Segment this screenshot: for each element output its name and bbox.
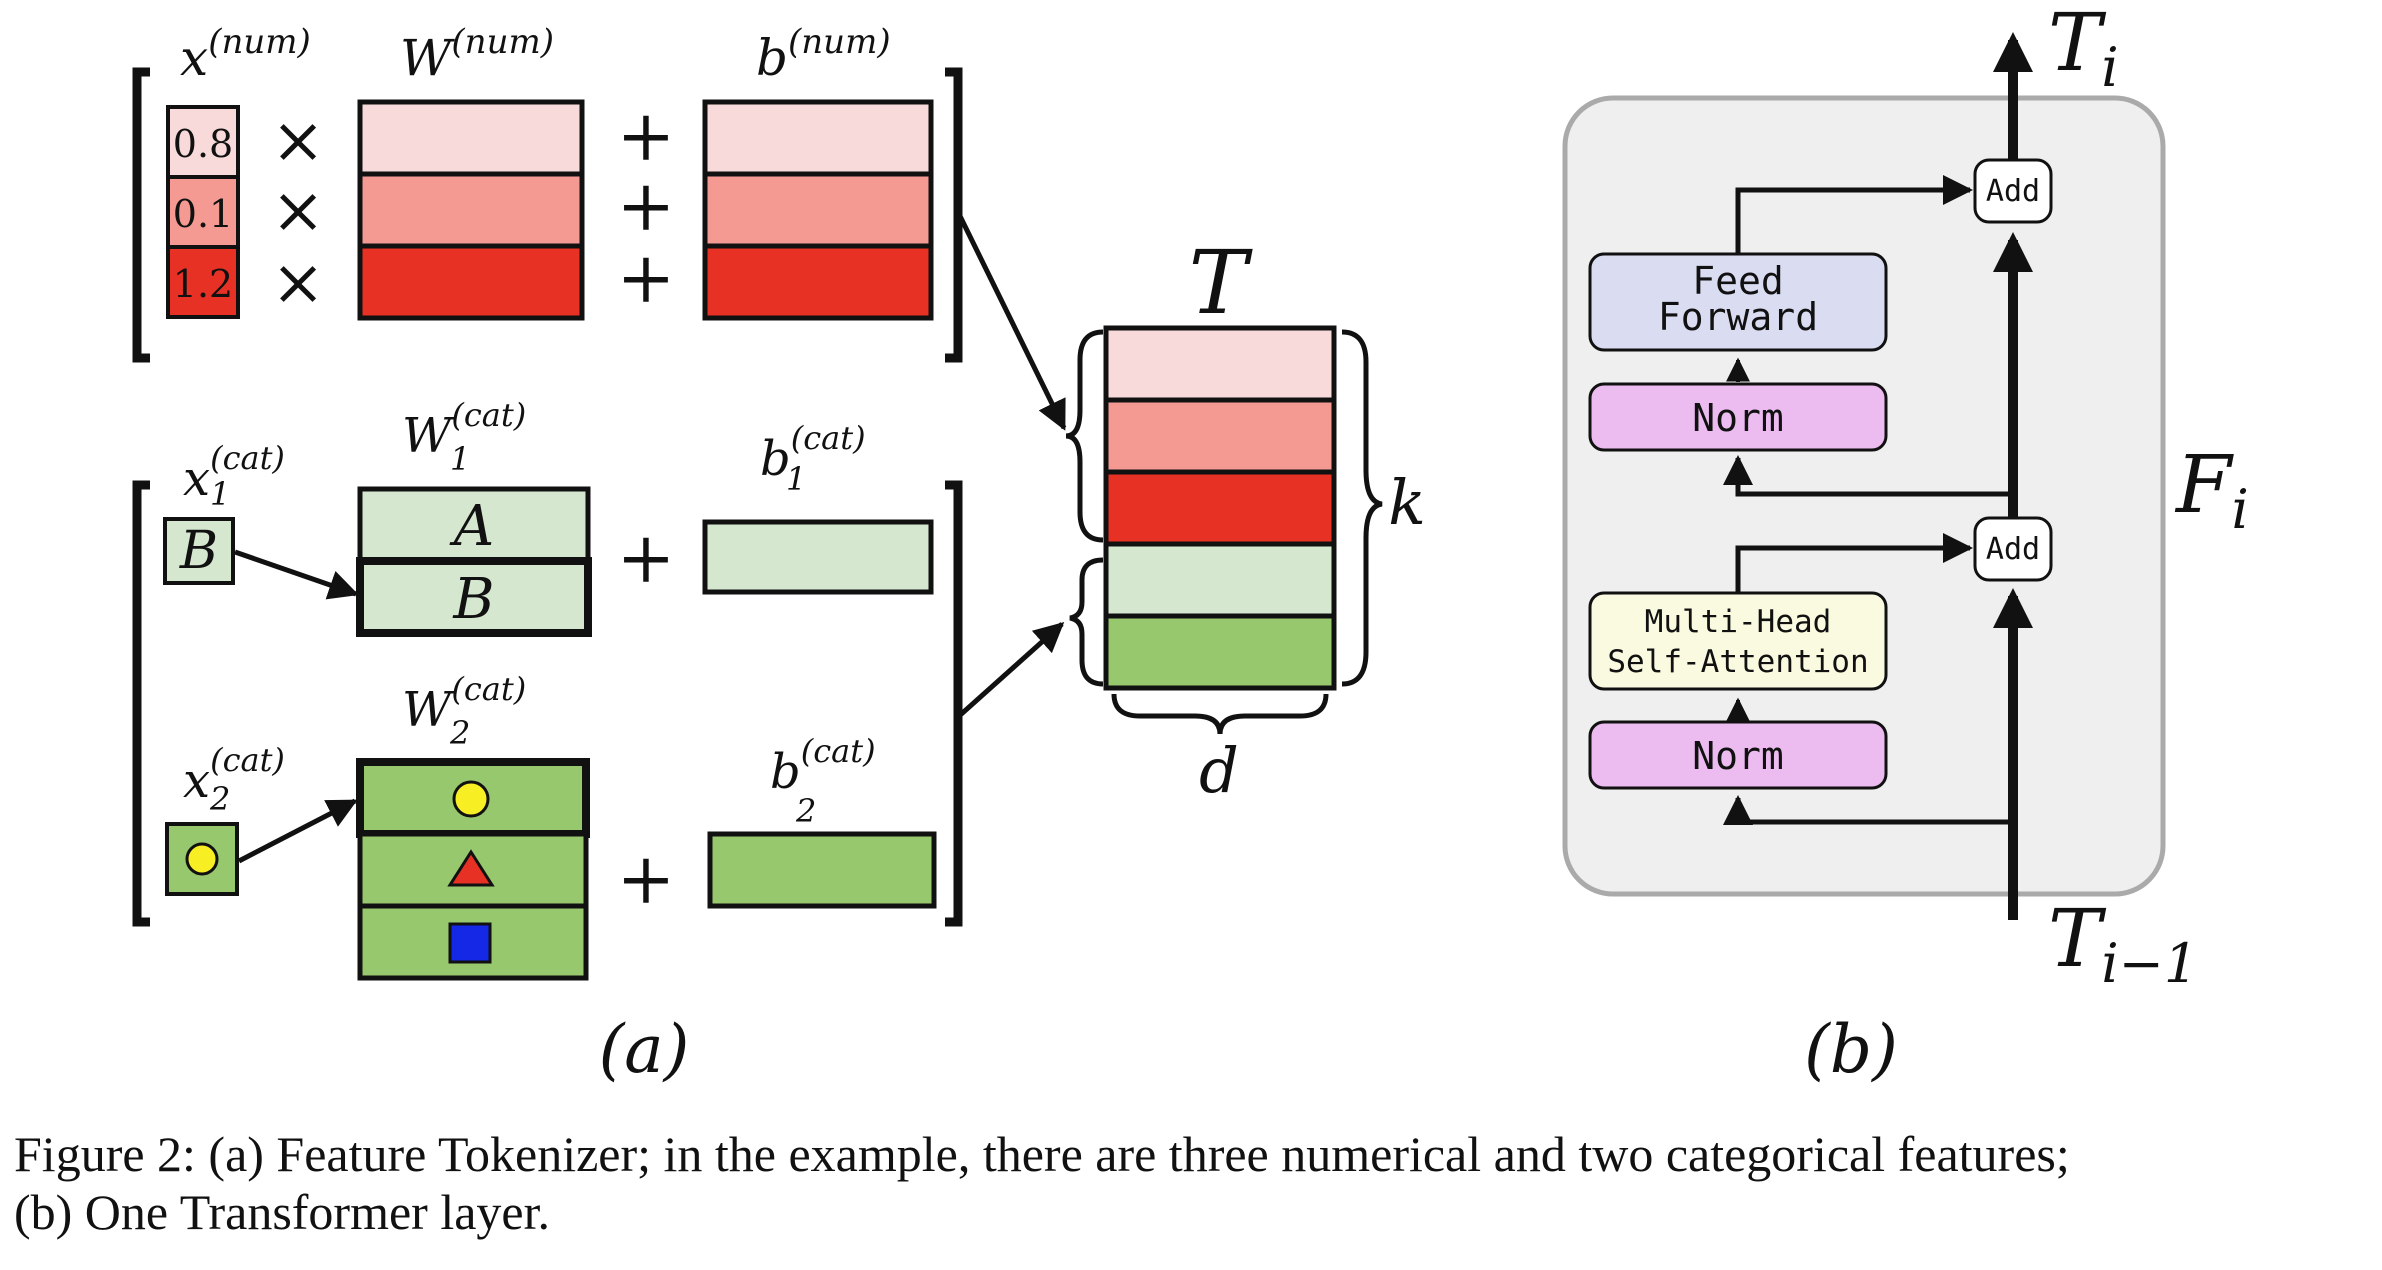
transformer-layer: Norm Multi-Head Self-Attention Norm Feed… xyxy=(1562,0,2249,995)
b-cat2-label: b(cat) xyxy=(770,732,876,800)
ffn-add-box xyxy=(1973,158,2053,224)
plus-sign-cat-1: + xyxy=(617,517,676,599)
arrow-numerical-to-tokens xyxy=(955,210,1067,431)
token-stack: T k d xyxy=(955,210,1426,807)
feed-forward-label-line-2: Forward xyxy=(1658,295,1818,339)
caption-line-2: (b) One Transformer layer. xyxy=(14,1184,550,1240)
w-cat1-sub: 1 xyxy=(450,440,470,478)
categorical-tokens-brace xyxy=(1069,557,1104,687)
x-cat1-value: B xyxy=(179,521,218,581)
numerical-block: x(num) W(num) b(num) 0.8 0.1 1.2 × × × +… xyxy=(132,22,963,363)
attention-add-label: Add xyxy=(1986,532,2040,567)
b-cat2-sub: 2 xyxy=(795,792,816,830)
w-num-row-3 xyxy=(357,243,585,321)
plus-sign-num-2: + xyxy=(617,165,676,247)
plus-sign-num-3: + xyxy=(617,237,676,319)
numerical-left-bracket xyxy=(132,67,150,363)
numerical-right-bracket xyxy=(945,67,963,363)
w-num-label: W(num) xyxy=(400,22,554,87)
arrow-categorical-to-tokens xyxy=(956,622,1065,719)
branch-to-attention-norm xyxy=(1723,795,2013,825)
plus-sign-num-1: + xyxy=(617,95,676,177)
b-num-label: b(num) xyxy=(756,22,891,87)
mhsa-box xyxy=(1588,591,1888,691)
x-num-label: x(num) xyxy=(180,22,311,87)
categorical-left-bracket xyxy=(132,480,150,927)
panel-a-label: (a) xyxy=(599,1011,690,1088)
x-cat1-sub: 1 xyxy=(210,475,230,513)
x-num-value-3: 1.2 xyxy=(173,262,233,306)
w-cat1-row-b-label: B xyxy=(452,567,494,632)
b-cat1-label: b(cat) xyxy=(760,419,866,487)
b-cat1-sub: 1 xyxy=(786,460,806,498)
numerical-tokens-brace xyxy=(1065,329,1104,543)
k-brace xyxy=(1341,329,1383,687)
k-label: k xyxy=(1388,466,1426,539)
b-num-row-2 xyxy=(702,171,934,249)
token-row-2 xyxy=(1103,397,1337,475)
branch-to-ffn-norm xyxy=(1723,455,2013,497)
w-cat1-row-b xyxy=(356,557,592,637)
output-label: Ti xyxy=(2048,0,2119,99)
arrow-mhsa-to-add xyxy=(1735,533,1973,592)
categorical-block: x(cat) 1 x(cat) 2 W(cat) 1 W(cat) 2 b(ca… xyxy=(132,396,963,981)
ffn-norm-label: Norm xyxy=(1692,396,1784,440)
w-num-row-1 xyxy=(357,99,585,177)
triangle-symbol xyxy=(447,849,495,887)
plus-sign-cat-2: + xyxy=(617,838,676,920)
token-row-1 xyxy=(1103,325,1337,403)
x-cat1-label: x(cat) xyxy=(183,439,285,507)
attention-norm-box xyxy=(1588,720,1888,790)
token-title: T xyxy=(1189,231,1254,334)
mhsa-label-line-2: Self-Attention xyxy=(1607,644,1868,680)
x-cat1-box xyxy=(163,517,235,585)
b-cat2-box xyxy=(707,831,937,909)
arrow-x-cat2-to-w-row xyxy=(237,798,358,864)
arrow-ffn-to-add xyxy=(1735,175,1973,254)
square-symbol xyxy=(448,922,492,964)
x-num-cell-3 xyxy=(166,245,240,319)
d-label: d xyxy=(1199,734,1239,807)
times-sign-2: × xyxy=(271,174,325,248)
x-cat2-sub: 2 xyxy=(209,780,230,818)
d-brace xyxy=(1111,693,1329,735)
token-row-3 xyxy=(1103,469,1337,547)
w-cat1-label: W(cat) xyxy=(402,396,526,464)
b-num-row-1 xyxy=(702,99,934,177)
caption-line-1: Figure 2: (a) Feature Tokenizer; in the … xyxy=(14,1126,2070,1182)
x-cat2-label: x(cat) xyxy=(183,741,285,809)
times-sign-3: × xyxy=(271,246,325,320)
x-num-value-2: 0.1 xyxy=(173,192,233,236)
x-num-value-1: 0.8 xyxy=(173,122,233,166)
x-cat2-circle-symbol xyxy=(185,842,219,876)
ffn-norm-box xyxy=(1588,382,1888,452)
ffn-add-label: Add xyxy=(1986,174,2040,209)
w-cat2-sub: 2 xyxy=(449,714,470,752)
block-label: Fi xyxy=(2174,438,2249,541)
w-cat2-label: W(cat) xyxy=(402,670,526,738)
panel-b-label: (b) xyxy=(1804,1011,1898,1088)
feed-forward-label-line-1: Feed xyxy=(1692,259,1784,303)
categorical-right-bracket xyxy=(945,480,963,927)
circle-symbol xyxy=(452,780,490,818)
figure-caption: Figure 2: (a) Feature Tokenizer; in the … xyxy=(14,1125,2374,1241)
times-sign-1: × xyxy=(271,104,325,178)
w-cat1-row-a-label: A xyxy=(449,494,494,559)
mhsa-label-line-1: Multi-Head xyxy=(1645,604,1832,640)
arrow-x-cat1-to-w-row xyxy=(234,549,359,600)
b-cat1-box xyxy=(702,519,934,595)
feed-forward-box xyxy=(1588,252,1888,352)
token-row-4 xyxy=(1103,541,1337,619)
attention-norm-label: Norm xyxy=(1692,734,1784,778)
w-num-row-2 xyxy=(357,171,585,249)
token-row-5 xyxy=(1103,613,1337,691)
attention-add-box xyxy=(1973,516,2053,582)
input-label: Ti−1 xyxy=(2048,892,2198,995)
b-num-row-3 xyxy=(702,243,934,321)
